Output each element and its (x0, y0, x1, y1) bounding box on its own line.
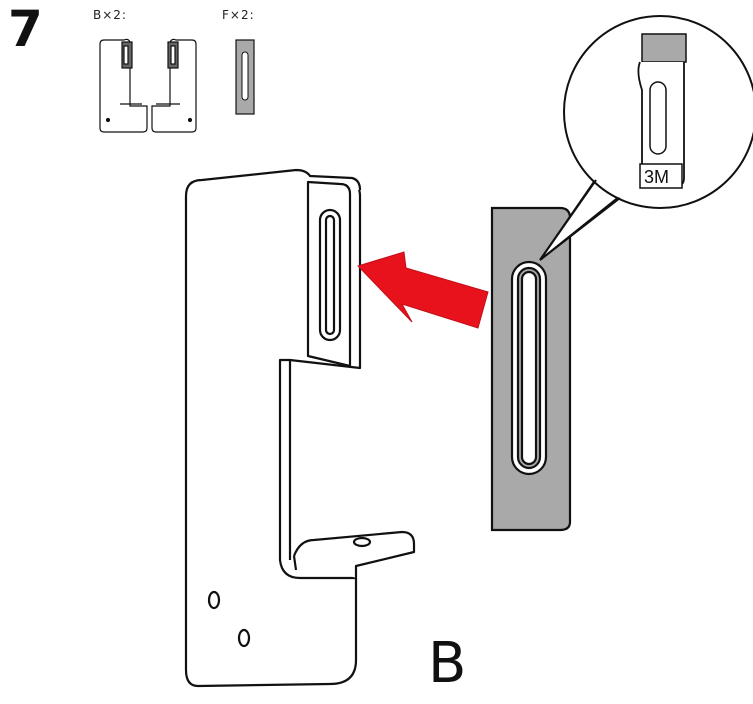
insert-arrow (357, 251, 489, 329)
step-number: 7 (8, 0, 43, 58)
pad-f (490, 206, 572, 532)
part-f-thumbnail (235, 39, 255, 115)
callout-stamp-text: 3M (644, 167, 669, 187)
part-b-thumbnail-right (151, 38, 197, 133)
part-f-quantity-label: F×2: (222, 8, 255, 22)
part-letter-label: B (428, 631, 467, 696)
part-b-thumbnail-left (99, 38, 148, 133)
detail-callout (539, 15, 753, 261)
part-b-quantity-label: B×2: (93, 8, 127, 22)
bracket-b (184, 168, 416, 688)
